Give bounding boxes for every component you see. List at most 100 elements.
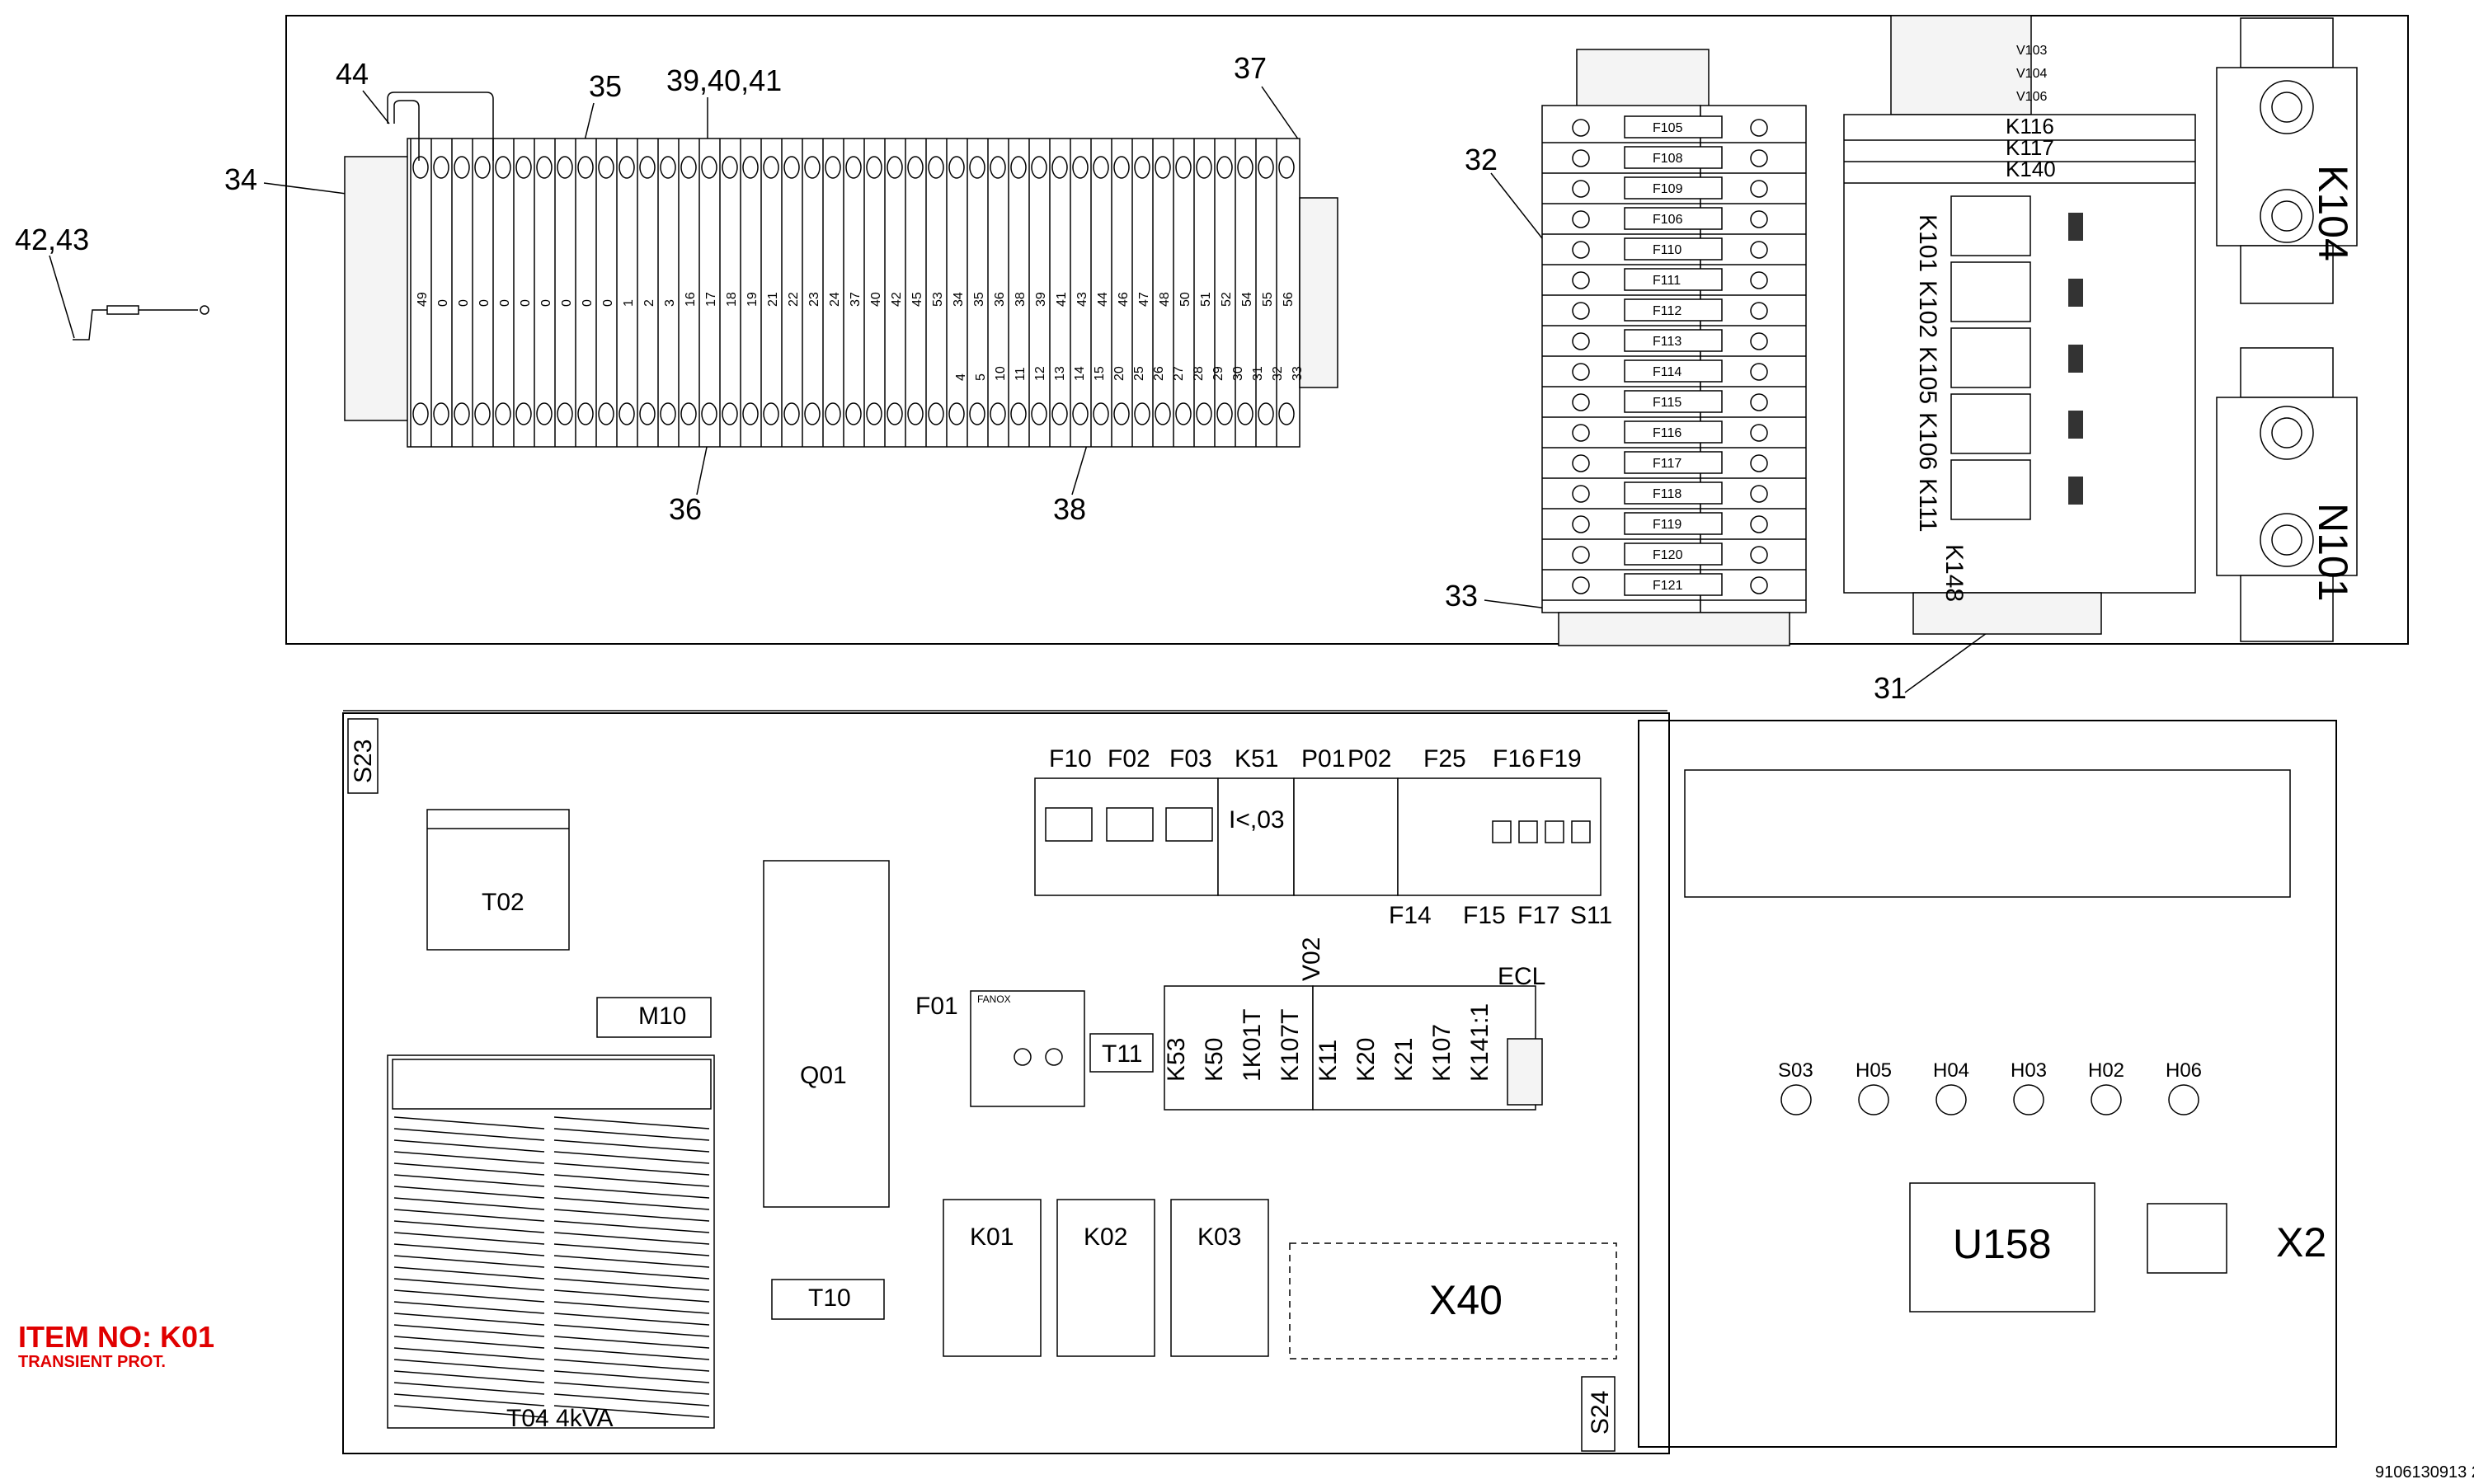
terminal-label: 43 — [1075, 292, 1089, 307]
callout-37: 37 — [1234, 51, 1267, 85]
callout-34: 34 — [224, 162, 257, 196]
fuse-strip: F105F108F109F106F110F111F112F113F114F115… — [1541, 49, 1807, 646]
terminal-screw — [1237, 156, 1253, 179]
t04-stripe — [393, 1162, 545, 1176]
t04-stripe — [553, 1255, 710, 1268]
fuse-screw — [1572, 241, 1590, 259]
terminal-screw — [845, 402, 862, 425]
relay-indicator — [2068, 345, 2083, 373]
terminal-screw — [1196, 156, 1212, 179]
terminal-screw — [1010, 402, 1027, 425]
t04-stripe — [393, 1313, 545, 1326]
fuse-screw — [1750, 424, 1768, 442]
relay-indicator — [2068, 411, 2083, 439]
n101-label: N101 — [2310, 503, 2356, 602]
contactor-label: K11 — [1315, 1040, 1342, 1082]
t04-stripe — [553, 1278, 710, 1291]
fuse-screw — [1572, 424, 1590, 442]
terminal-label-lower: 15 — [1093, 366, 1107, 381]
terminal-label: 18 — [725, 292, 739, 307]
part-42-43 — [73, 305, 209, 340]
terminal-label: 0 — [560, 299, 574, 307]
terminal-screw — [1196, 402, 1212, 425]
v02-label: V02 — [1298, 937, 1325, 981]
relay-top-label: V106 — [2016, 90, 2047, 104]
contactor-box — [1056, 1199, 1155, 1357]
terminal-label-lower: 30 — [1231, 366, 1245, 381]
terminal-screw — [701, 402, 717, 425]
terminal-label-lower: 4 — [954, 373, 968, 381]
terminal-screw — [1237, 402, 1253, 425]
fuse-holder — [1624, 146, 1723, 169]
terminal-label: 2 — [642, 299, 656, 307]
lower-right-panel — [1638, 720, 2337, 1448]
contactor-label: K53 — [1163, 1038, 1190, 1082]
t04-stripe — [553, 1266, 710, 1280]
t04-stripe — [553, 1209, 710, 1222]
t04-stripe — [393, 1209, 545, 1222]
t04-stripe — [553, 1162, 710, 1176]
s23-box — [347, 718, 379, 794]
t04-stripe — [553, 1289, 710, 1303]
terminal-label: 21 — [766, 292, 780, 307]
terminal-screw — [557, 156, 573, 179]
contactor-label: K107 — [1428, 1024, 1456, 1082]
fuse-label: F119 — [1653, 518, 1681, 532]
fuse-screw — [1750, 180, 1768, 198]
terminal-screw — [866, 156, 882, 179]
fuse-label: F114 — [1653, 365, 1681, 379]
terminal-screw — [907, 402, 924, 425]
terminal-label: 52 — [1220, 292, 1234, 307]
terminal-screw — [1175, 156, 1192, 179]
callout-36: 36 — [669, 492, 702, 526]
t04-stripe — [553, 1359, 710, 1372]
t04-stripe — [553, 1301, 710, 1314]
terminal-label: 35 — [972, 292, 986, 307]
terminal-screw — [825, 402, 841, 425]
terminal-screw — [722, 402, 738, 425]
terminal-label-lower: 5 — [974, 373, 988, 381]
terminal-screw — [598, 402, 614, 425]
fuse-holder — [1624, 115, 1723, 139]
t04-stripe — [393, 1278, 545, 1291]
terminal-label-lower: 14 — [1073, 366, 1087, 381]
terminal-label-lower: 11 — [1014, 367, 1028, 381]
terminal-screw — [1113, 402, 1130, 425]
terminal-screw — [433, 156, 449, 179]
t04-stripe — [393, 1266, 545, 1280]
indicator-label: H02 — [2088, 1059, 2124, 1082]
fuse-label: F105 — [1653, 121, 1683, 135]
terminal-screw — [1278, 156, 1295, 179]
terminal-screw — [1051, 402, 1068, 425]
terminal-screw — [515, 402, 532, 425]
terminal-screw — [618, 402, 635, 425]
t04-stripe — [393, 1382, 545, 1395]
terminal-screw — [618, 156, 635, 179]
terminal-label: 22 — [787, 292, 801, 307]
terminal-label: 23 — [807, 292, 821, 307]
relay-label: K111 — [1914, 478, 1941, 533]
t04-label: T04 4kVA — [506, 1405, 614, 1432]
terminal-label: 44 — [1096, 292, 1110, 307]
callout-44: 44 — [336, 57, 369, 91]
indicator-lamp — [2168, 1084, 2199, 1115]
indicator-lamp — [1780, 1084, 1812, 1115]
terminal-label-lower: 27 — [1172, 366, 1186, 381]
t04-stripe — [393, 1289, 545, 1303]
t04-stripe — [553, 1151, 710, 1164]
fuse-holder — [1624, 237, 1723, 261]
terminal-label-lower: 32 — [1271, 366, 1285, 381]
item-title: ITEM NO: K01 — [18, 1320, 214, 1354]
callout-39-40-41: 39,40,41 — [666, 63, 782, 97]
terminal-screw — [887, 402, 903, 425]
terminal-label: 56 — [1282, 292, 1296, 307]
u158-box — [1909, 1182, 2095, 1313]
terminal-label: 40 — [869, 292, 883, 307]
terminal-label: 46 — [1117, 292, 1131, 307]
fuse-holder — [1624, 420, 1723, 444]
terminal-screw — [474, 402, 491, 425]
k104-label: K104 — [2310, 165, 2356, 261]
contactor-label: K21 — [1390, 1038, 1418, 1082]
fuse-label: F108 — [1653, 152, 1683, 166]
fuse-screw — [1572, 576, 1590, 594]
